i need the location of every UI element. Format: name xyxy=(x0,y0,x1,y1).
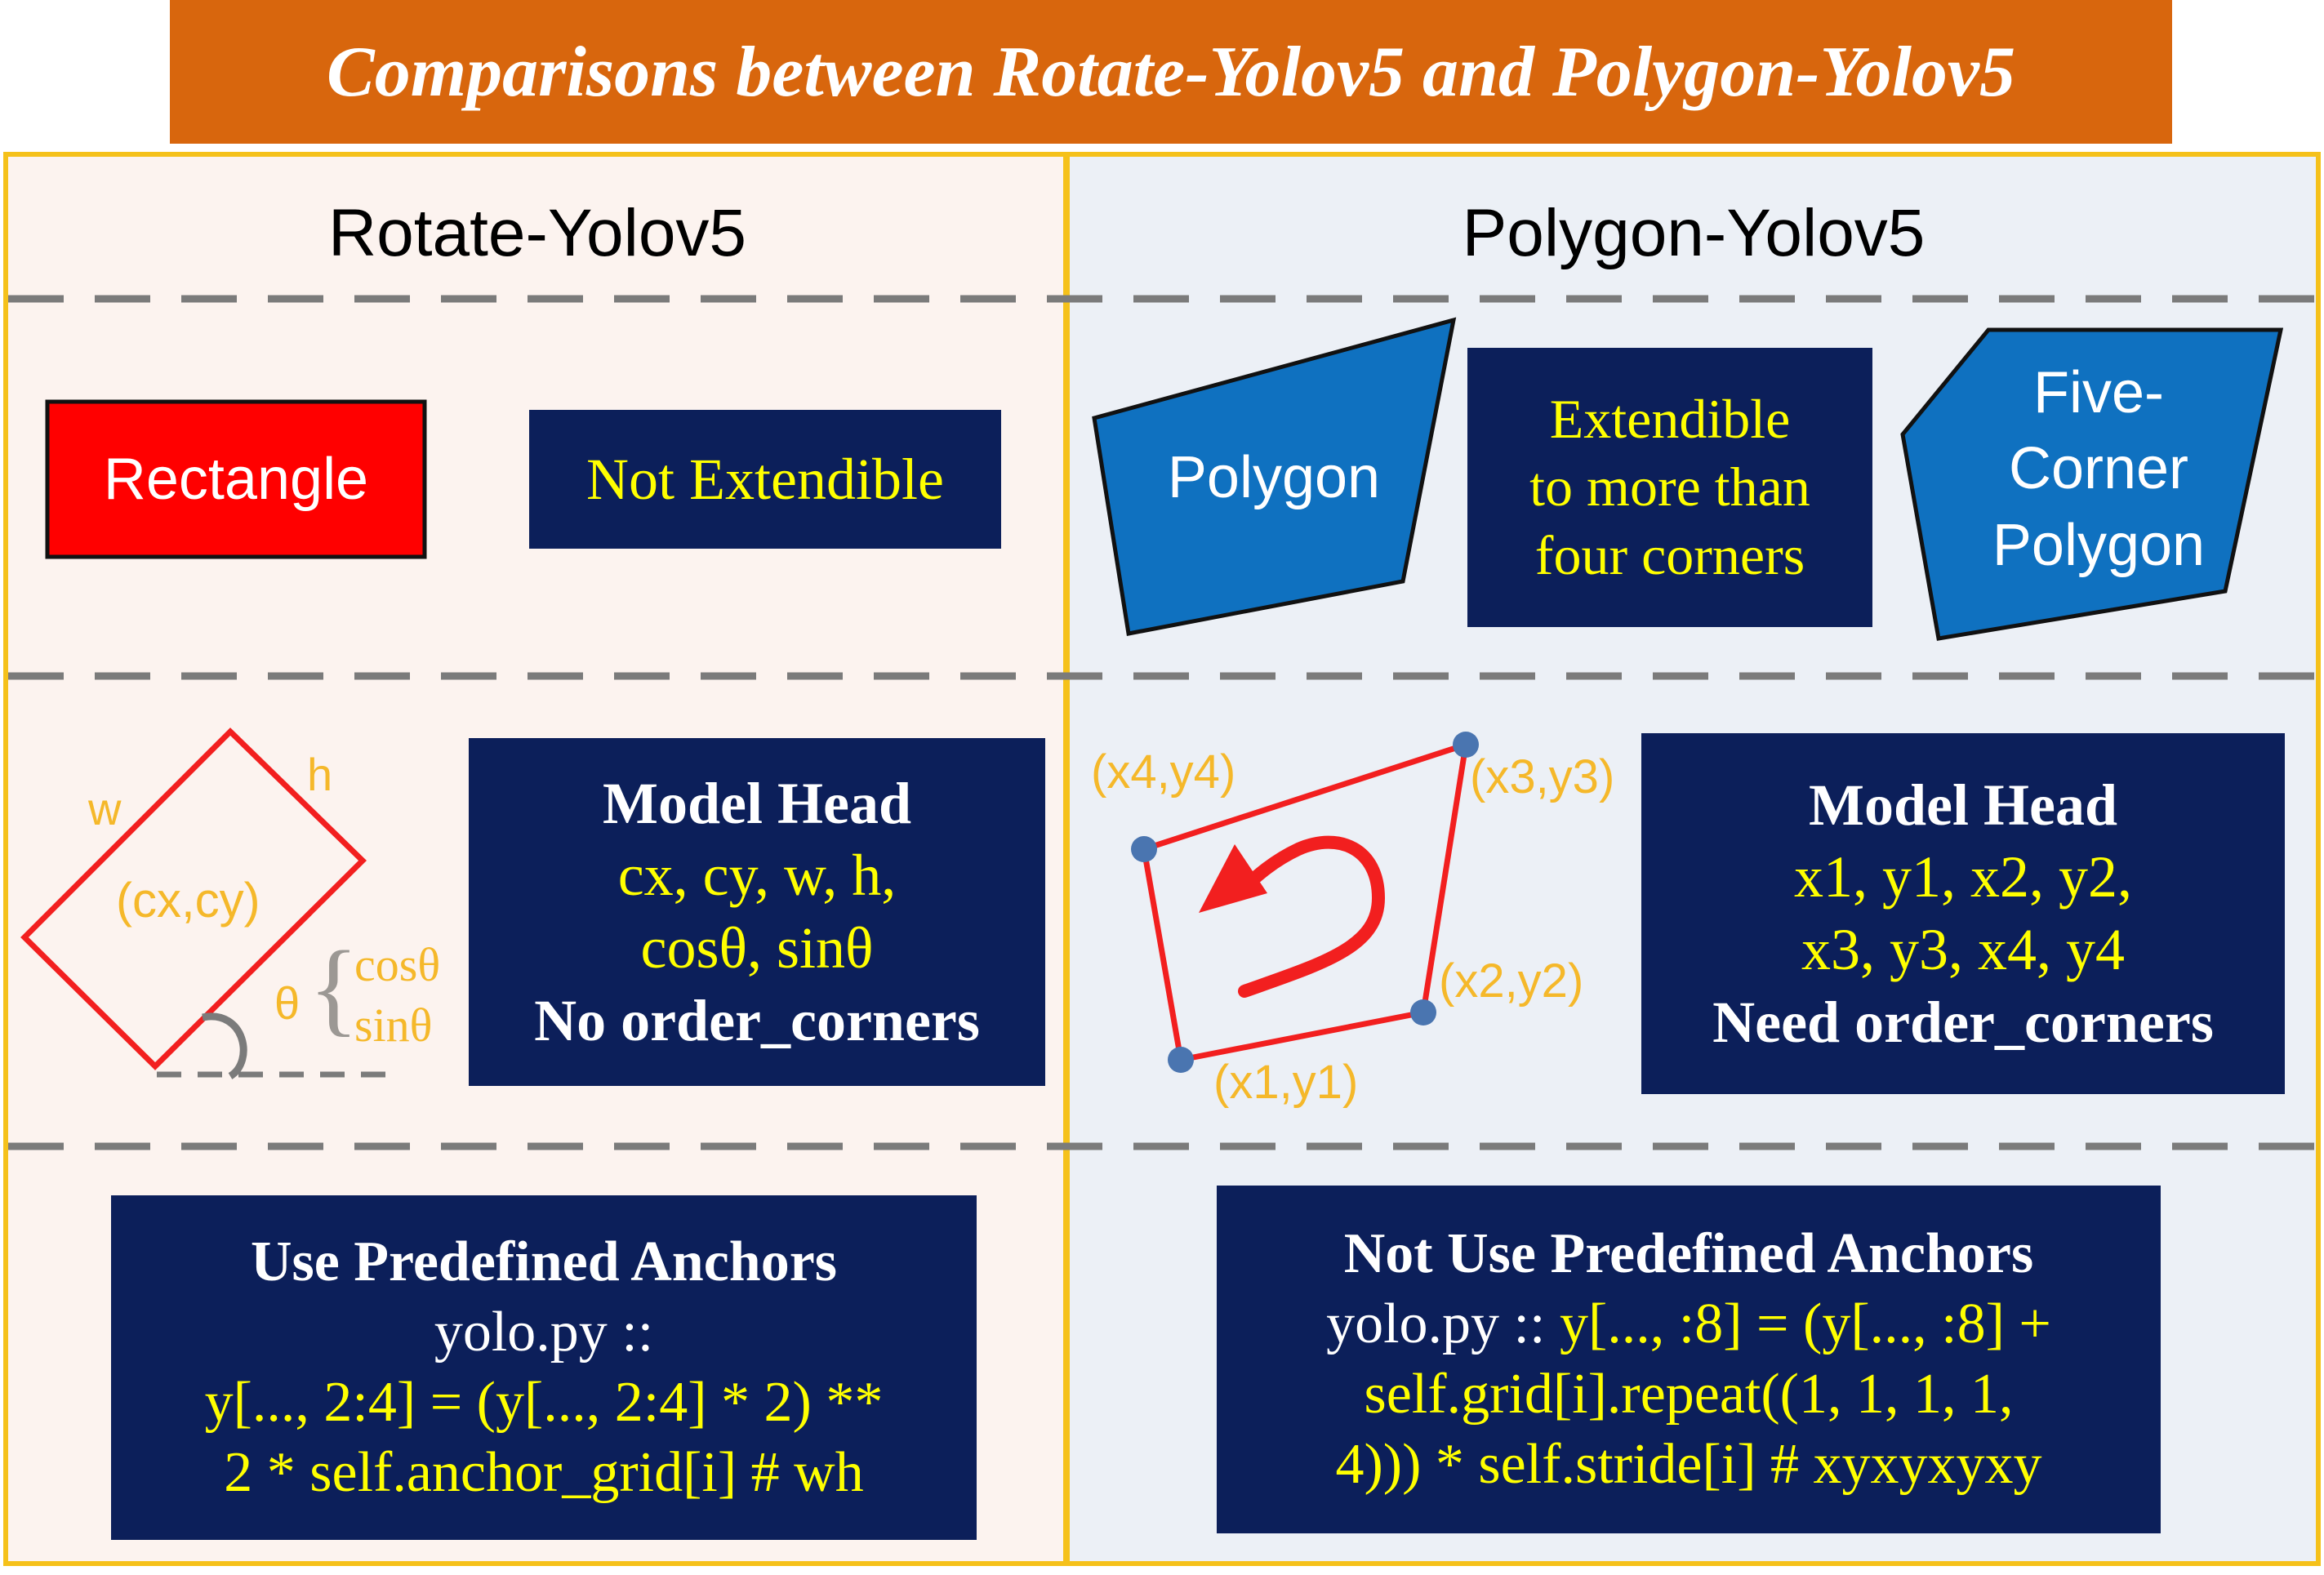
corner-point-2 xyxy=(1410,999,1436,1026)
five-corner-label: Five- Corner Polygon xyxy=(1935,343,2262,596)
polygon-label: Polygon xyxy=(1167,445,1381,510)
five-corner-line-3: Polygon xyxy=(1992,512,2206,578)
rotate-anchors-title: Use Predefined Anchors xyxy=(250,1230,838,1293)
width-label: w xyxy=(88,783,122,834)
polygon-anchors-line-3: 4))) * self.stride[i] # xyxyxyxy xyxy=(1335,1433,2042,1497)
rotated-box xyxy=(20,727,367,1070)
not-extendible-box: Not Extendible xyxy=(529,410,1001,549)
rotate-anchors-line-2: y[..., 2:4] = (y[..., 2:4] * 2) ** xyxy=(204,1371,884,1434)
quad-diagram xyxy=(1131,732,1479,1073)
theta-arc xyxy=(202,1012,247,1079)
corner-label-2: (x2,y2) xyxy=(1439,954,1584,1008)
rotation-arrow xyxy=(1235,835,1386,998)
rotate-model-head-title: Model Head xyxy=(603,770,911,836)
rotated-box-diagram xyxy=(20,727,392,1079)
rotate-model-head-box: Model Head cx, cy, w, h, cosθ, sinθ No o… xyxy=(469,738,1045,1086)
corner-point-3 xyxy=(1453,732,1479,758)
five-corner-line-2: Corner xyxy=(2008,436,2189,502)
extendible-line-1: Extendible xyxy=(1549,387,1791,450)
rotate-model-head-line-3: No order_corners xyxy=(534,987,980,1053)
rotate-yolov5-heading: Rotate-Yolov5 xyxy=(327,196,747,270)
title-bar: Comparisons between Rotate-Yolov5 and Po… xyxy=(170,0,2172,144)
theta-brace: { xyxy=(309,930,359,1046)
diagram-title: Comparisons between Rotate-Yolov5 and Po… xyxy=(327,32,2015,112)
extendible-box: Extendible to more than four corners xyxy=(1467,348,1872,627)
polygon-model-head-line-3: Need order_corners xyxy=(1712,989,2214,1055)
polygon-anchors-line-1-prefix: yolo.py :: xyxy=(1326,1292,1560,1355)
row-separators xyxy=(8,295,2317,1150)
polygon-model-head-line-1: x1, y1, x2, y2, xyxy=(1794,844,2132,910)
five-corner-line-1: Five- xyxy=(2033,359,2164,425)
polygon-anchors-box: Not Use Predefined Anchors yolo.py :: y[… xyxy=(1217,1186,2161,1533)
rotate-model-head-line-1: cx, cy, w, h, xyxy=(617,843,897,909)
rotate-anchors-line-3: 2 * self.anchor_grid[i] # wh xyxy=(224,1441,864,1505)
polygon-anchors-line-1-code: y[..., :8] = (y[..., :8] + xyxy=(1559,1292,2051,1355)
rectangle-label: Rectangle xyxy=(103,447,369,512)
rectangle-shape xyxy=(45,399,427,559)
polygon-model-head-title: Model Head xyxy=(1809,772,2117,838)
polygon-anchors-line-2: self.grid[i].repeat((1, 1, 1, 1, xyxy=(1364,1363,2014,1426)
corner-point-4 xyxy=(1131,836,1157,862)
rotation-arrowhead xyxy=(1199,844,1267,913)
corner-label-4: (x4,y4) xyxy=(1091,745,1236,799)
polygon-model-head-box: Model Head x1, y1, x2, y2, x3, y3, x4, y… xyxy=(1641,733,2285,1094)
polygon-anchors-line-1: yolo.py :: y[..., :8] = (y[..., :8] + xyxy=(1326,1289,2051,1359)
theta-label: θ xyxy=(274,977,301,1029)
not-extendible-text: Not Extendible xyxy=(586,446,944,512)
corner-point-1 xyxy=(1168,1047,1194,1073)
cos-label: cosθ xyxy=(354,938,441,991)
rotate-anchors-line-1: yolo.py :: xyxy=(434,1300,654,1364)
center-label: (cx,cy) xyxy=(116,873,260,928)
extendible-line-3: four corners xyxy=(1534,523,1805,586)
extendible-line-2: to more than xyxy=(1529,456,1810,518)
height-label: h xyxy=(307,749,333,800)
polygon-model-head-line-2: x3, y3, x4, y4 xyxy=(1801,917,2125,982)
sin-label: sinθ xyxy=(354,999,433,1052)
polygon-yolov5-heading: Polygon-Yolov5 xyxy=(1462,196,1926,270)
five-corner-polygon-shape xyxy=(1900,327,2284,641)
polygon-shape xyxy=(1092,317,1457,636)
corner-label-1: (x1,y1) xyxy=(1213,1056,1359,1109)
polygon-anchors-title: Not Use Predefined Anchors xyxy=(1343,1221,2034,1285)
rotate-model-head-line-2: cosθ, sinθ xyxy=(640,915,874,981)
corner-label-3: (x3,y3) xyxy=(1470,750,1615,803)
rotate-anchors-box: Use Predefined Anchors yolo.py :: y[...,… xyxy=(111,1195,977,1540)
